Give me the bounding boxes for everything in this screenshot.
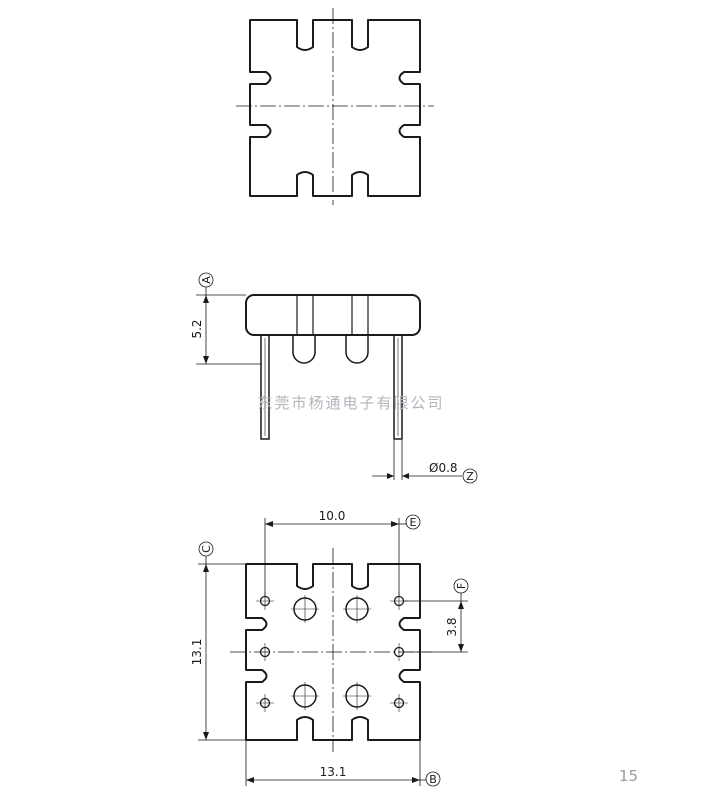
datum-e-marker [405,514,421,530]
pin-hole [256,694,274,712]
dimension-arrow [458,601,464,609]
pin-hole [393,643,405,661]
dimension-arrow [203,295,209,303]
pin-diameter-dimension: Ø0.8 [429,461,458,475]
dimension-arrow [203,356,209,364]
hole-offset-dimension: 3.8 [445,617,459,636]
dimension-arrow [203,564,209,572]
pin-hole [259,643,271,661]
bottom-height-dimension: 13.1 [190,639,204,666]
side-view-pin [393,334,403,440]
datum-a-label: A [200,276,213,284]
standoff-circle [291,595,319,623]
datum-f-label: F [455,583,468,589]
dimension-arrow [458,644,464,652]
datum-c-marker [198,541,214,557]
top-view [236,8,434,205]
dimension-arrow [391,521,399,527]
side-view-body [245,294,421,336]
page-number: 15 [619,767,638,785]
side-height-dimension: 5.2 [190,319,204,338]
datum-a-marker [198,272,214,288]
datum-b-marker [425,771,441,787]
bottom-width-dimension: 13.1 [320,765,347,779]
watermark-text: 东莞市杨通电子有限公司 [257,394,444,412]
standoff-circle [291,682,319,710]
pitch-x-dimension: 10.0 [319,509,346,523]
top-view-outline [249,19,421,197]
side-view-pin [260,334,270,440]
dimension-arrow [203,732,209,740]
side-view-standoff [292,335,316,364]
standoff-circle [343,595,371,623]
dimension-arrow [265,521,273,527]
standoff-circle [343,682,371,710]
datum-z-label: Z [466,470,474,483]
datum-f-marker [453,578,469,594]
side-view: 5.2 A Ø0.8 Z [190,272,478,484]
bottom-view: 10.0 E 13.1 C 13.1 B 3.8 F [190,509,469,787]
datum-e-label: E [410,516,417,529]
dimension-arrow [387,473,394,479]
datum-b-label: B [429,773,437,786]
pin-hole [390,694,408,712]
datum-c-label: C [200,545,213,553]
dimension-arrow [402,473,409,479]
dimension-arrow [246,777,254,783]
dimension-arrow [412,777,420,783]
datum-z-marker [462,468,478,484]
side-view-standoff [345,335,369,364]
